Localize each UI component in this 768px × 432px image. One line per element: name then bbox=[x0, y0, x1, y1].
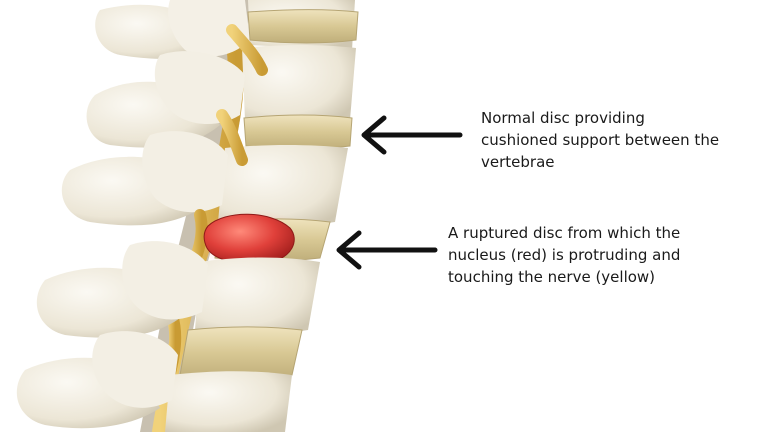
vertebra-4 bbox=[36, 241, 320, 338]
disc-2-normal bbox=[243, 114, 353, 150]
ruptured-disc-label: A ruptured disc from which the nucleus (… bbox=[448, 222, 680, 288]
vertebra-5 bbox=[16, 331, 292, 432]
normal-disc-label-line-2: cushioned support between the bbox=[481, 131, 720, 149]
arrow-normal-disc bbox=[361, 115, 463, 155]
ruptured-disc-label-line-2: nucleus (red) is protruding and bbox=[448, 246, 681, 264]
ruptured-disc-label-line-3: touching the nerve (yellow) bbox=[448, 268, 656, 286]
arrow-ruptured-disc bbox=[336, 230, 438, 270]
disc-1 bbox=[247, 9, 359, 44]
normal-disc-label-line-3: vertebrae bbox=[481, 153, 555, 171]
nerve-root-upper bbox=[226, 24, 268, 76]
normal-disc-label-line-1: Normal disc providing bbox=[481, 109, 645, 127]
vertebra-2 bbox=[86, 45, 356, 148]
disc-4 bbox=[179, 326, 303, 380]
vertebra-3 bbox=[61, 131, 348, 227]
protruding-nucleus bbox=[203, 213, 295, 264]
nerve-root-middle bbox=[216, 109, 248, 166]
ruptured-disc-label-line-1: A ruptured disc from which the bbox=[448, 224, 681, 242]
normal-disc-label: Normal disc providing cushioned support … bbox=[481, 107, 719, 173]
